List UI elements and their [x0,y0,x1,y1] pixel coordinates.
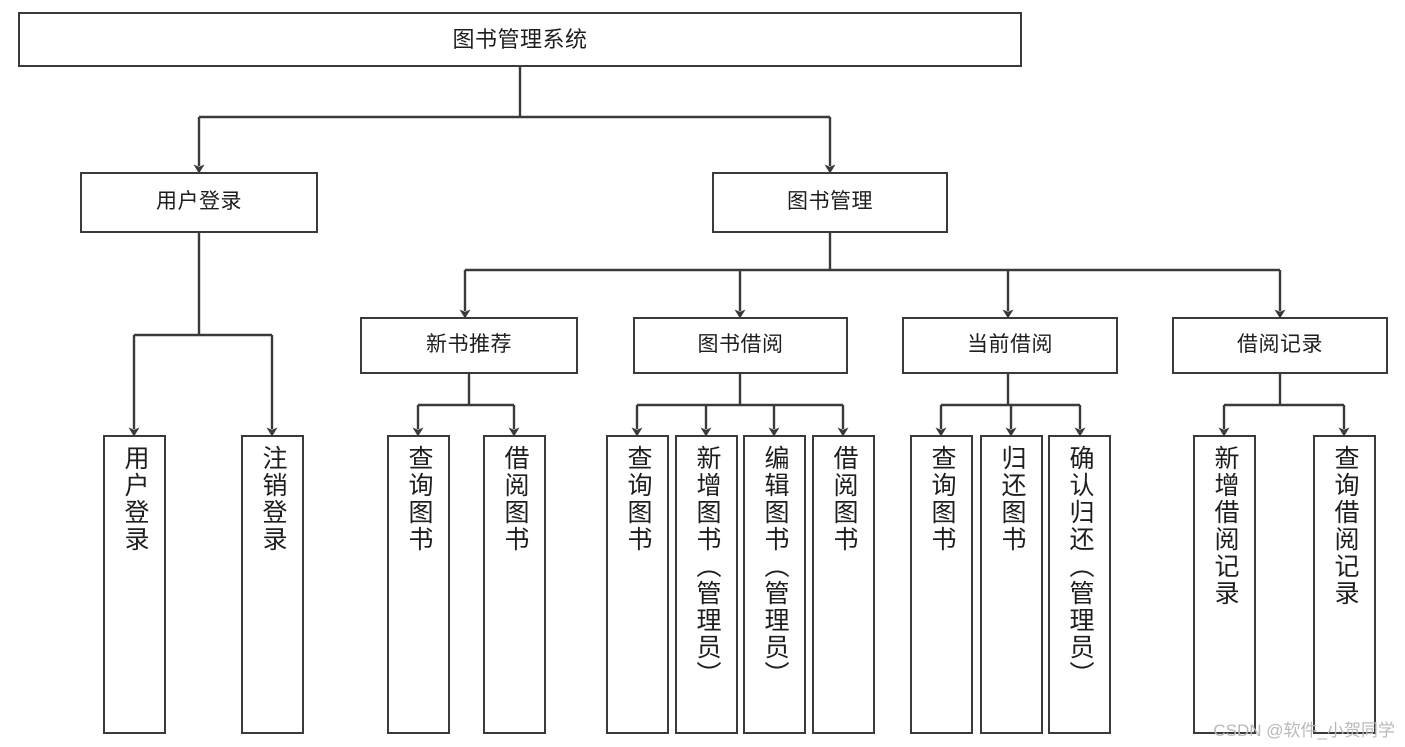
node-leaf-borrow-record-query[interactable]: 查询借阅记录 [1313,435,1376,734]
node-leaf-book-borrow-borrow[interactable]: 借阅图书 [812,435,875,734]
node-label: 用户登录 [121,445,149,553]
node-label: 借阅记录 [1237,333,1323,357]
node-leaf-user-login-login[interactable]: 用户登录 [103,435,166,734]
node-leaf-borrow-record-add[interactable]: 新增借阅记录 [1193,435,1256,734]
node-label: 新增图书（管理员） [693,445,721,688]
node-label: 借阅图书 [501,445,529,553]
node-label: 图书借阅 [697,333,784,357]
node-book-borrow[interactable]: 图书借阅 [633,317,848,374]
node-leaf-new-book-borrow[interactable]: 借阅图书 [483,435,546,734]
node-label: 编辑图书（管理员） [761,445,789,688]
csdn-watermark: CSDN @软件_小贺同学 [1213,721,1395,740]
node-label: 借阅图书 [830,445,858,553]
node-new-book-recommend[interactable]: 新书推荐 [360,317,578,374]
node-label: 查询图书 [405,445,433,553]
node-leaf-current-borrow-return[interactable]: 归还图书 [980,435,1043,734]
node-label: 当前借阅 [967,333,1053,357]
node-current-borrow[interactable]: 当前借阅 [902,317,1118,374]
node-label: 查询图书 [624,445,652,553]
node-leaf-current-borrow-query[interactable]: 查询图书 [910,435,973,734]
node-label: 用户登录 [156,190,242,214]
node-label: 新增借阅记录 [1211,445,1239,607]
node-label: 图书管理 [787,190,873,214]
node-label: 注销登录 [259,445,287,553]
node-leaf-book-borrow-add[interactable]: 新增图书（管理员） [675,435,738,734]
node-label: 新书推荐 [426,333,512,357]
node-borrow-record[interactable]: 借阅记录 [1172,317,1388,374]
node-user-login[interactable]: 用户登录 [80,172,318,233]
node-book-management[interactable]: 图书管理 [712,172,948,233]
node-root-book-management-system[interactable]: 图书管理系统 [18,12,1022,67]
node-leaf-current-borrow-confirm-return[interactable]: 确认归还（管理员） [1048,435,1111,734]
node-label: 确认归还（管理员） [1066,445,1094,688]
node-leaf-user-login-logout[interactable]: 注销登录 [241,435,304,734]
node-leaf-book-borrow-query[interactable]: 查询图书 [606,435,669,734]
node-leaf-book-borrow-edit[interactable]: 编辑图书（管理员） [743,435,806,734]
node-label: 查询图书 [928,445,956,553]
node-leaf-new-book-query[interactable]: 查询图书 [387,435,450,734]
node-label: 归还图书 [998,445,1026,553]
node-label: 查询借阅记录 [1331,445,1359,607]
node-label: 图书管理系统 [452,26,588,52]
